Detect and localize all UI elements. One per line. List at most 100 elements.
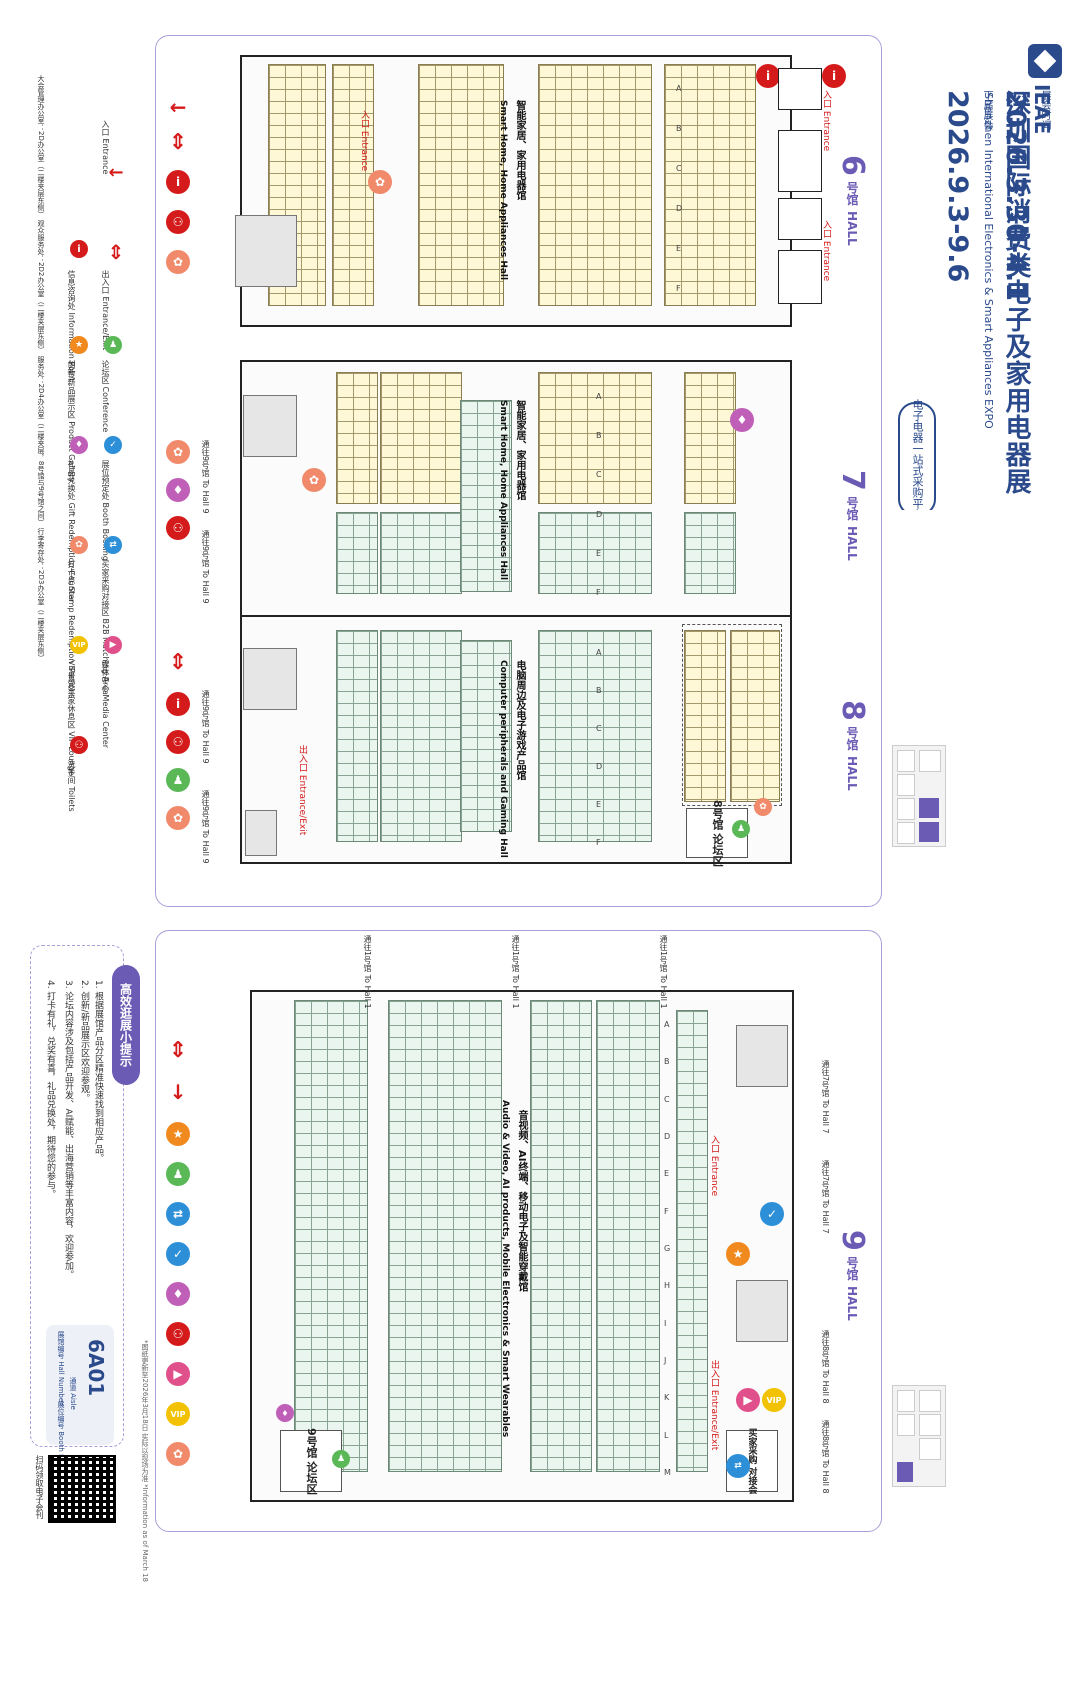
legend-b2b-label: 买家采购对接区 B2B Matching Area (100, 560, 111, 695)
hall-6-theme-cn: 智能家居、家用电器馆 (514, 100, 525, 200)
legend-cn: 出入口 (101, 270, 110, 294)
legend-stamp-icon: ✿ (70, 536, 88, 554)
upper-stamp-icon: ✿ (166, 440, 190, 464)
hall-9-booth-block (596, 1000, 660, 1472)
legend-cn: 创新/新品展示区 (67, 360, 76, 419)
qr-caption: 扫码领取电子会刊 (35, 1455, 44, 1519)
legend-entrance-icon: ← (108, 161, 124, 183)
hall-9-aisle-i: I (664, 1318, 667, 1328)
hall-9-theme-cn: 音视频、AI终端、移动电子及智能穿戴馆 (516, 1110, 527, 1292)
first-date: 2026.3.30-4.1 (1000, 90, 1031, 302)
legend-en: Entrance/Exit (101, 296, 110, 351)
tip-item: 4. 打卡有礼，兑奖有喜，礼品兑换处，期待您的参与。 (45, 980, 55, 1199)
slogan-badge: 电子电器一站式采购平台 (898, 399, 936, 510)
upper-info-point-icon: i (166, 692, 190, 716)
locator-cell (897, 1414, 915, 1436)
hall-6-entrance-label-2: 入口 Entrance (821, 220, 831, 282)
hall-6-booth-block (418, 64, 504, 306)
legend-vip-label: VIP贵宾买家休息区 VIP Lounge (66, 660, 77, 776)
lower-conference-icon: ♟ (166, 1162, 190, 1186)
hall-8-to-hall-9: 通往9号馆 To Hall 9 (201, 790, 210, 864)
hall-8-num-suffix: 号馆 (845, 726, 859, 751)
hall-6-number: 6 号馆 HALL (835, 155, 870, 246)
upper-entrance-exit-icon: ⇕ (168, 129, 188, 155)
hall-6-aisle-f: F (676, 284, 681, 293)
locator-cell (919, 750, 941, 772)
hall-7-theme-en: Smart Home, Home Appliances Hall (498, 400, 508, 581)
hall-6-entrance-label: 入口 Entrance (821, 90, 831, 152)
upper-toilet-icon: ⚇ (166, 516, 190, 540)
hall-6-aisle-a: A (676, 84, 682, 93)
hall-8-entrance-exit-label: 出入口 Entrance/Exit (297, 745, 307, 836)
hall-8-booth-block (336, 630, 378, 842)
hall-8-number: 8 号馆 HALL (835, 700, 870, 791)
hall-9-aisle-c: C (664, 1094, 670, 1104)
legend-new-product-label: 创新/新品展示区 Product Gallery (66, 360, 77, 483)
hall-9-media-center-icon: ▶ (736, 1388, 760, 1412)
hall-9-forum-label: 9号馆 论坛区 (305, 1427, 318, 1495)
tips-box (30, 945, 124, 1447)
legend-media-label: 媒体中心 Media Center (100, 660, 111, 748)
upper-entrance-icon: ← (169, 95, 187, 119)
lower-stamp-icon: ✿ (166, 1442, 190, 1466)
hall-6-booth-block (664, 64, 756, 306)
legend-new-product-icon: ★ (70, 336, 88, 354)
expo-title-en: Shenzhen International Electronics & Sma… (982, 92, 995, 429)
hall-6-entrance-gate (778, 68, 822, 110)
hall-7-to-hall-9: 通往9号馆 To Hall 9 (201, 530, 210, 604)
booth-key-aisle-cn: 通道 (69, 1377, 77, 1391)
hall-9-conference-icon: ♟ (332, 1450, 350, 1468)
hall-9-hall-word: HALL (845, 1286, 859, 1321)
hall-8-aisle-f: F (596, 838, 601, 847)
legend-cn: 入口 (101, 120, 110, 136)
hall-9-booth-booking-icon: ✓ (760, 1202, 784, 1226)
upper-stamp-icon: ✿ (166, 250, 190, 274)
legend-entrance-label: 入口 Entrance (100, 120, 111, 174)
lower-gift-icon: ♦ (166, 1282, 190, 1306)
hall-6-hall-word: HALL (845, 211, 859, 246)
hall-7-hall-word: HALL (845, 526, 859, 561)
hall-9-aisle-j: J (664, 1356, 667, 1365)
hall-7-aisle-f: F (596, 588, 601, 597)
hall-9-aisle-g: G (664, 1244, 671, 1253)
hall-8-theme-en: Computer peripherals and Gaming Hall (498, 660, 508, 858)
hall-9-booth-block (676, 1010, 708, 1472)
second-date: 2026.9.3-9.6 (942, 90, 973, 283)
expo-header: IEAE 深圳国际消费类电子及家用电器展 Shenzhen Internatio… (880, 10, 1080, 510)
hall-8-forum-label: 8号馆 论坛区 (711, 799, 724, 867)
hall-6-stamp-icon: ✿ (368, 170, 392, 194)
upper-info-point-icon: i (166, 170, 190, 194)
hall-9-to-hall-1: 通往1号馆 To Hall 1 (363, 935, 372, 1009)
lower-vip-icon: VIP (166, 1402, 190, 1426)
hall-8-booth-block (730, 630, 780, 802)
locator-cell (897, 750, 915, 772)
hall-9-aisle-k: K (664, 1393, 670, 1403)
legend-gift-label: 礼品兑换处 Gift Redemption Counter (66, 460, 77, 602)
hall-9-gift-icon: ♦ (276, 1404, 294, 1422)
ebook-qr-code[interactable] (48, 1455, 116, 1523)
upper-gift-icon: ♦ (166, 478, 190, 502)
upper-stamp-icon: ✿ (166, 806, 190, 830)
legend-cn: 打卡点 (67, 560, 76, 584)
hall-6-entrance-gate (778, 130, 822, 192)
hall-6-aisle-d: D (676, 204, 683, 213)
legend-media-center-icon: ▶ (104, 636, 122, 654)
tip-item: 3. 论坛内容涉及包括产品开发、AI赋能、出海营销等丰富内容，欢迎参加。 (63, 980, 73, 1280)
legend-en: Entrance (101, 138, 110, 175)
legend-en: Gift Redemption Counter (67, 502, 76, 603)
hall-9-aisle-l: L (664, 1430, 669, 1440)
hall-9-to-hall-7: 通往7号馆 To Hall 7 (821, 1160, 830, 1234)
hall-9-number: 9 号馆 HALL (835, 1230, 870, 1321)
hall-7-stairs (243, 395, 297, 457)
hall-7-aisle-c: C (596, 470, 602, 480)
legend-en: Toilets (67, 786, 76, 812)
legend-entrance-exit-icon: ⇕ (107, 240, 125, 264)
legend-cn: 礼品兑换处 (67, 460, 76, 500)
lower-new-product-icon: ★ (166, 1122, 190, 1146)
lower-hall-locator (892, 1385, 946, 1487)
hall-9-aisle-d: D (664, 1132, 671, 1141)
hall-9-b2b-icon: ⇄ (726, 1454, 750, 1478)
hall-8-stairs (243, 648, 297, 710)
hall-7-booth-block (538, 512, 652, 594)
upper-toilet-icon: ⚇ (166, 210, 190, 234)
